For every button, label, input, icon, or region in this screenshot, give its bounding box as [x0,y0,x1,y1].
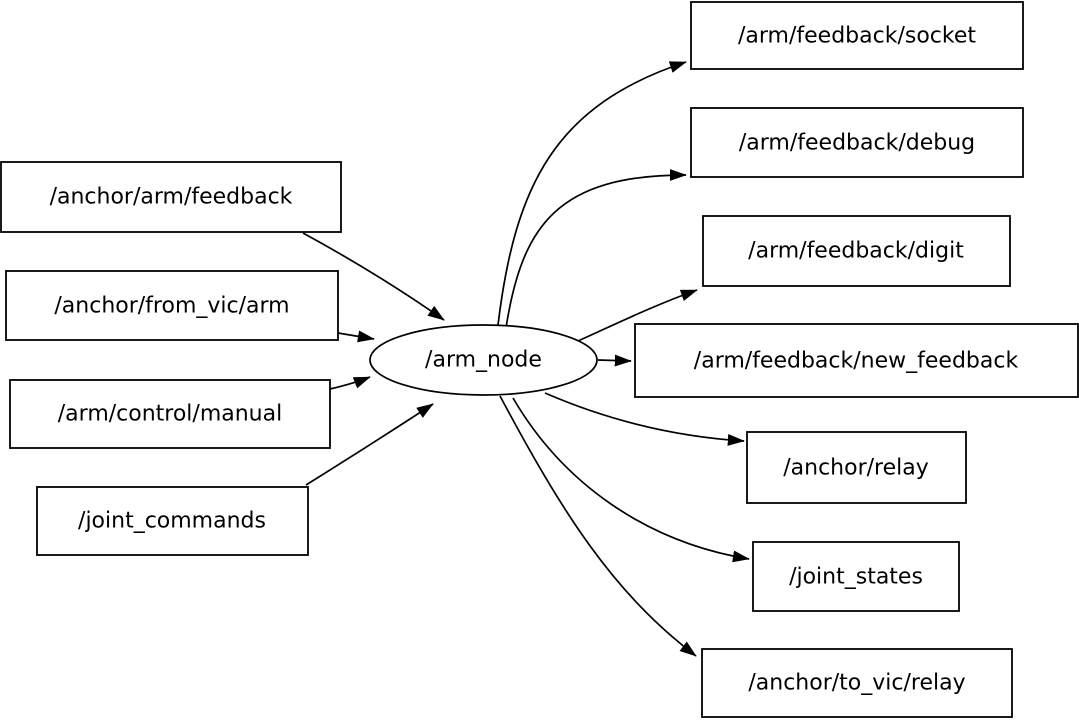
topic-label: /joint_commands [78,509,266,534]
edge-arm-node-to-anchor-to-vic-relay [499,395,697,657]
edge-arm-node-to-arm-feedback-debug [505,169,687,329]
edge-anchor-arm-feedback-to-arm-node [302,232,445,321]
node-ellipse [369,324,598,396]
output-topic-arm-feedback-debug: /arm/feedback/debug [690,107,1024,178]
edge-arm-node-to-arm-feedback-new-feedback [597,354,632,367]
input-topic-joint-commands: /joint_commands [36,486,309,556]
output-topic-anchor-relay: /anchor/relay [746,431,967,504]
topic-box [36,486,309,556]
topic-box [690,107,1024,178]
edge-joint-commands-to-arm-node [305,403,434,486]
edge-arm-node-to-arm-feedback-socket [497,61,687,326]
topic-box [9,379,331,449]
edge-anchor-from-vic-arm-to-arm-node [337,330,375,343]
edge-arm-node-to-joint-states [512,397,750,563]
input-topic-anchor-from-vic-arm: /anchor/from_vic/arm [5,270,339,341]
topic-label: /anchor/from_vic/arm [54,294,289,319]
topic-label: /joint_states [789,565,923,590]
input-topic-arm-control-manual: /arm/control/manual [9,379,331,449]
topic-label: /anchor/arm/feedback [50,185,293,210]
topic-label: /arm/feedback/digit [748,239,964,264]
output-topic-joint-states: /joint_states [752,541,960,612]
edge-arm-node-to-anchor-relay [544,392,745,446]
topic-label: /arm/feedback/socket [738,24,976,49]
topic-label: /arm/feedback/new_feedback [694,349,1019,374]
topic-box [0,161,342,233]
topic-box [746,431,967,504]
output-topic-arm-feedback-new-feedback: /arm/feedback/new_feedback [634,323,1079,398]
node-label: /arm_node [425,348,542,373]
topic-box [690,1,1024,70]
topic-label: /arm/feedback/debug [739,131,975,156]
output-topic-arm-feedback-digit: /arm/feedback/digit [702,215,1011,287]
topic-box [634,323,1079,398]
output-topic-arm-feedback-socket: /arm/feedback/socket [690,1,1024,70]
topic-box [701,648,1013,718]
topic-label: /arm/control/manual [58,402,282,427]
node-arm-node: /arm_node [369,324,598,396]
edge-arm-control-manual-to-arm-node [329,376,371,390]
output-topic-anchor-to-vic-relay: /anchor/to_vic/relay [701,648,1013,718]
topic-box [752,541,960,612]
topic-label: /anchor/to_vic/relay [748,671,965,696]
topic-label: /anchor/relay [783,456,929,481]
edge-arm-node-to-arm-feedback-digit [577,289,698,342]
topic-box [702,215,1011,287]
input-topic-anchor-arm-feedback: /anchor/arm/feedback [0,161,342,233]
topic-box [5,270,339,341]
